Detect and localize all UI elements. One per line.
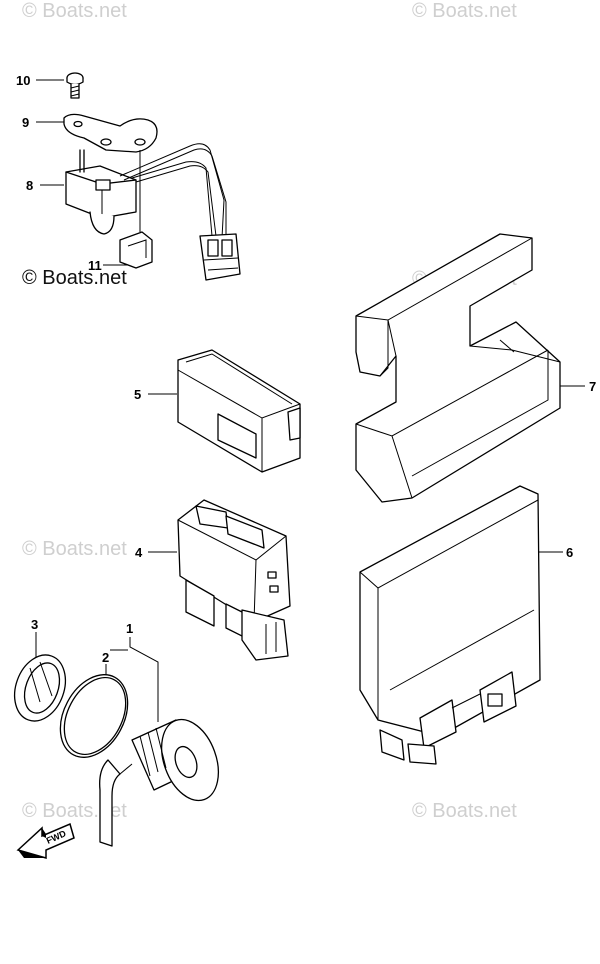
cushion-part-7 xyxy=(356,234,560,502)
ring-part-3 xyxy=(6,648,74,728)
bracket-part-9 xyxy=(64,114,157,152)
fwd-arrow: FWD xyxy=(18,824,74,858)
screw-part-10 xyxy=(67,73,83,98)
callout-10: 10 xyxy=(16,73,31,88)
cover-part-5 xyxy=(178,350,300,472)
callout-9: 9 xyxy=(22,115,30,130)
callout-1: 1 xyxy=(126,621,134,636)
ecu-part-6 xyxy=(360,486,540,764)
watermark-top-left: © Boats.net xyxy=(22,0,127,22)
callout-6: 6 xyxy=(566,545,574,560)
watermark-bold: © Boats.net xyxy=(22,267,127,289)
watermark-bottom-right: © Boats.net xyxy=(412,800,517,822)
sensor-part-1 xyxy=(100,712,229,846)
module-part-4 xyxy=(178,500,290,660)
callout-3: 3 xyxy=(31,617,39,632)
callout-4: 4 xyxy=(135,545,143,560)
callout-11: 11 xyxy=(88,258,102,273)
watermark-top-right: © Boats.net xyxy=(412,0,517,22)
watermark-mid-left: © Boats.net xyxy=(22,538,127,560)
callout-8: 8 xyxy=(26,178,34,193)
clip-part-11 xyxy=(120,150,152,268)
callout-5: 5 xyxy=(134,387,142,402)
sensor-part-8 xyxy=(66,144,240,280)
callout-7: 7 xyxy=(589,379,597,394)
oring-part-2 xyxy=(47,663,141,769)
callout-2: 2 xyxy=(102,650,110,665)
